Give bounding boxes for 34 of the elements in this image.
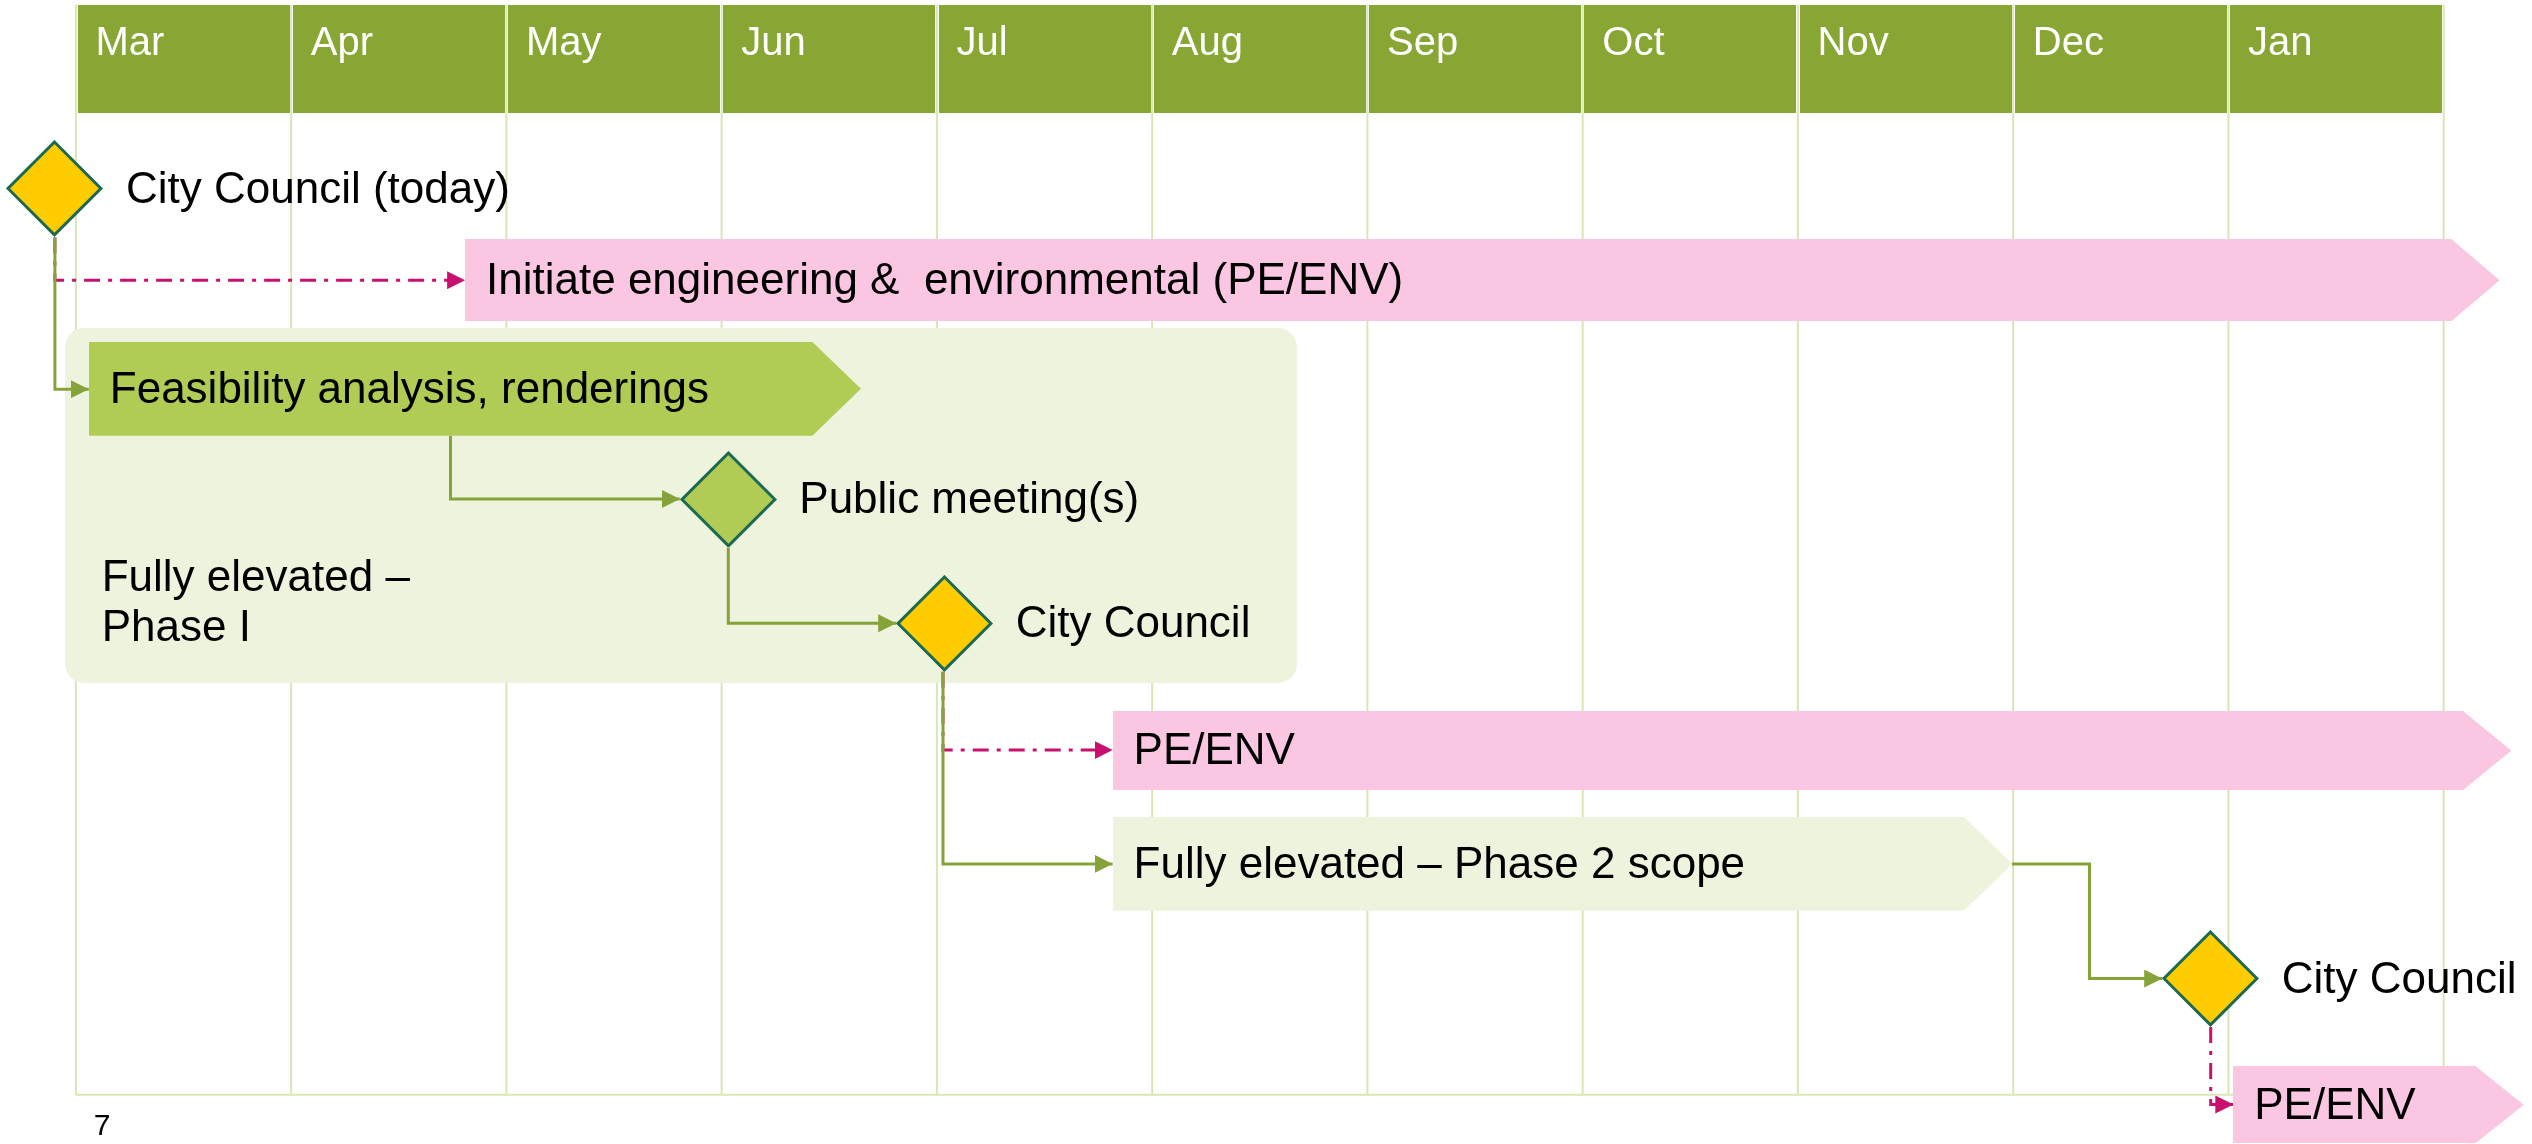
arrow	[53, 237, 89, 399]
arrow	[2209, 1027, 2234, 1114]
month-header: Jan	[2230, 4, 2443, 114]
arrow	[2012, 862, 2163, 988]
task-label: PE/ENV	[1133, 724, 1295, 775]
task-bar	[1112, 710, 2511, 790]
arrow	[941, 671, 1113, 873]
task-label: Initiate engineering & environmental (PE/ENV)	[486, 254, 1404, 305]
month-header: Jun	[723, 4, 936, 114]
month-header: Apr	[292, 4, 505, 114]
month-header: Oct	[1584, 4, 1797, 114]
task-label: Fully elevated – Phase 2 scope	[1133, 837, 1746, 889]
task-bar	[1112, 817, 2013, 911]
task-label: Feasibility analysis, renderings	[109, 363, 709, 414]
arrow	[449, 436, 680, 508]
month-header: Nov	[1799, 4, 2012, 114]
milestone-label: Public meeting(s)	[799, 472, 1140, 524]
month-header: Mar	[77, 4, 290, 114]
page-number: 7	[93, 1107, 111, 1143]
month-header: Jul	[938, 4, 1151, 114]
task-bar	[88, 342, 861, 436]
task-bar	[2233, 1065, 2524, 1144]
phase-panel	[64, 327, 1297, 684]
task-label: PE/ENV	[2254, 1078, 2416, 1130]
milestone-label: City Council	[2281, 952, 2517, 1004]
month-header: Aug	[1153, 4, 1366, 114]
milestone-label: City Council (today)	[125, 162, 510, 214]
milestone-label: City Council	[1015, 597, 1251, 648]
phase-title: Fully elevated – Phase I	[101, 550, 411, 652]
task-bar	[465, 239, 2500, 322]
arrow	[726, 547, 897, 633]
month-header: Dec	[2014, 4, 2227, 114]
month-header: Sep	[1369, 4, 1582, 114]
month-header: May	[508, 4, 720, 114]
